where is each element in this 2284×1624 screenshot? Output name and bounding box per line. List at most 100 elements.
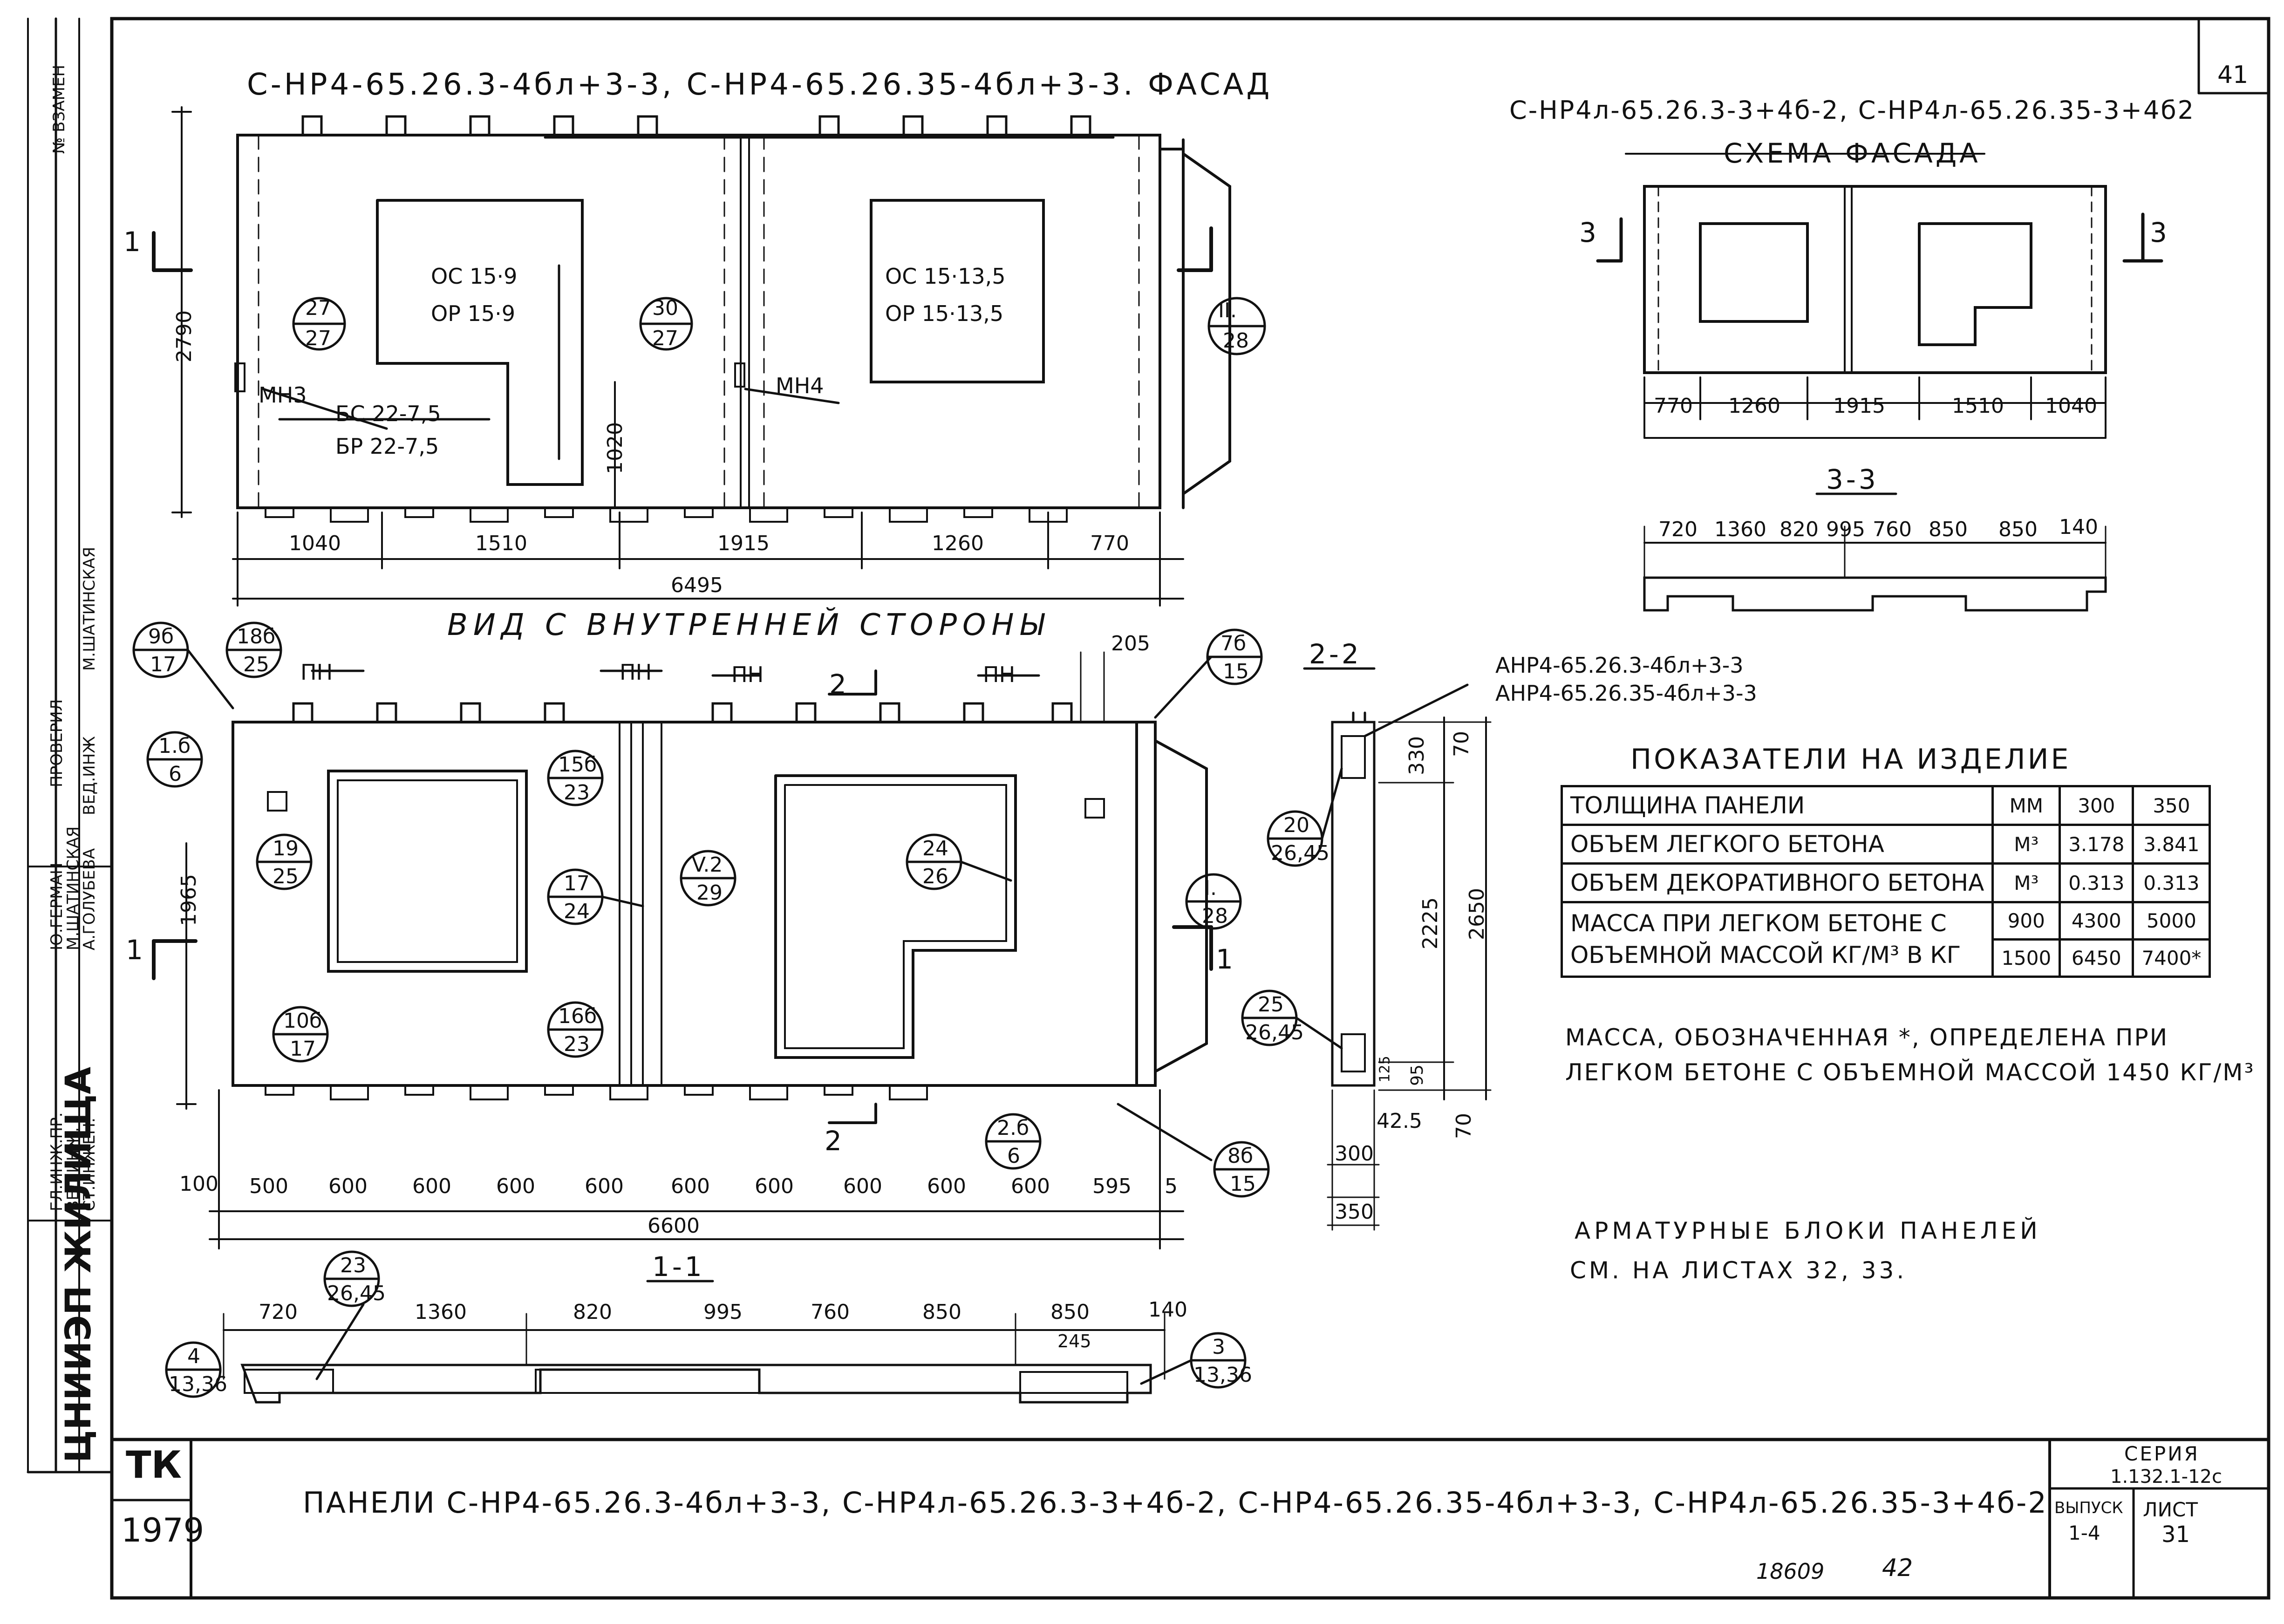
sec1-dim-5: 760 bbox=[811, 1300, 850, 1324]
mass-value-a: 4300 bbox=[2059, 901, 2134, 941]
scheme-subtitle: СХЕМА ФАСАДА bbox=[1724, 137, 1981, 169]
note-line-2: ЛЕГКОМ БЕТОНЕ С ОБЪЕМНОЙ МАССОЙ 1450 КГ/… bbox=[1565, 1059, 2255, 1086]
section-2-title: 2-2 bbox=[1309, 638, 1362, 670]
callout-24-bottom: 26 bbox=[922, 865, 948, 888]
inner-dim-6: 600 bbox=[585, 1174, 624, 1198]
window-right-label-2: ОР 15·13,5 bbox=[885, 301, 1004, 326]
row-value-b: 3.841 bbox=[2132, 824, 2211, 865]
sec2-dim-2650: 2650 bbox=[1465, 888, 1489, 940]
sec2-dim-125: 125 bbox=[1377, 1056, 1393, 1083]
inner-dim-1: 100 bbox=[179, 1172, 218, 1196]
sec2-dim-2225: 2225 bbox=[1418, 897, 1442, 949]
callout-10b-top: 10б bbox=[283, 1009, 322, 1033]
callout-25-top: 25 bbox=[1258, 993, 1284, 1017]
callout-4-bottom: 13,36 bbox=[169, 1372, 227, 1396]
row-unit: М³ bbox=[1991, 862, 2061, 903]
inner-dim-8: 600 bbox=[755, 1174, 794, 1198]
sheet-value: 31 bbox=[2161, 1522, 2190, 1548]
sec2-dim-95: 95 bbox=[1407, 1064, 1427, 1086]
callout-19-bottom: 25 bbox=[273, 865, 299, 888]
inner-cut-right: 1 bbox=[1216, 943, 1236, 975]
row-value-b: 0.313 bbox=[2132, 862, 2211, 903]
section-2-2 bbox=[1241, 667, 1492, 1231]
indicators-table: ТОЛЩИНА ПАНЕЛИ ММ 300 350 ОБЪЕМ ЛЕГКОГО … bbox=[1560, 785, 2211, 978]
dim-205: 205 bbox=[1111, 632, 1150, 655]
facade-cut-mark: 1 bbox=[123, 226, 143, 258]
bottom-page: 42 bbox=[1882, 1554, 1913, 1582]
stamp-cell-3: СТ.ИНЖЕН. bbox=[80, 1118, 99, 1211]
callout-1b-top: 1.б bbox=[158, 734, 191, 758]
row-unit: М³ bbox=[1991, 824, 2061, 865]
sec2-dim-70-top: 70 bbox=[1450, 731, 1473, 757]
row-label: ТОЛЩИНА ПАНЕЛИ bbox=[1560, 785, 1994, 826]
mass-value-b: 5000 bbox=[2132, 901, 2211, 941]
callout-4-top: 4 bbox=[187, 1344, 200, 1368]
row-label: ОБЪЕМ ЛЕГКОГО БЕТОНА bbox=[1560, 824, 1994, 865]
window-right-label-1: ОС 15·13,5 bbox=[885, 264, 1006, 289]
facade-total: 6495 bbox=[671, 573, 723, 597]
sec1-dim-1: 720 bbox=[259, 1300, 298, 1324]
callout-18b-bottom: 25 bbox=[243, 653, 269, 676]
inner-dim-10: 600 bbox=[927, 1174, 966, 1198]
stamp-cell-8: ВЕД.ИНЖ bbox=[80, 736, 99, 815]
row-value-a: 300 bbox=[2059, 785, 2134, 826]
mass-density: 900 bbox=[1991, 901, 2061, 941]
callout-1b-bottom: 6 bbox=[169, 762, 182, 786]
callout-17-top: 17 bbox=[564, 872, 590, 895]
callout-8b-bottom: 15 bbox=[1230, 1172, 1256, 1196]
facade-dim-5: 770 bbox=[1090, 532, 1129, 555]
callout-i-bottom: 28 bbox=[1202, 904, 1228, 928]
year-label: 1979 bbox=[121, 1511, 205, 1549]
inner-dim-7: 600 bbox=[671, 1174, 710, 1198]
inner-cut-2-top: 2 bbox=[829, 669, 849, 700]
note-line-4: СМ. НА ЛИСТАХ 32, 33. bbox=[1570, 1257, 1907, 1284]
mn3-label: МН3 bbox=[259, 382, 307, 408]
window-left-label-1: ОС 15·9 bbox=[431, 264, 518, 289]
sec2-dim-300: 300 bbox=[1335, 1142, 1374, 1166]
row-value-a: 3.178 bbox=[2059, 824, 2134, 865]
mass-label: МАССА ПРИ ЛЕГКОМ БЕТОНЕ С ОБЪЕМНОЙ МАССО… bbox=[1560, 901, 1994, 978]
row-value-a: 0.313 bbox=[2059, 862, 2134, 903]
inner-dim-4: 600 bbox=[412, 1174, 451, 1198]
callout-ii-top: II. bbox=[1218, 299, 1237, 322]
sec2-dim-70-bottom: 70 bbox=[1452, 1113, 1476, 1139]
mn4-label: МН4 bbox=[776, 373, 824, 398]
pn-label-4: ПН bbox=[983, 662, 1016, 687]
sec3-dim-8: 140 bbox=[2059, 515, 2098, 539]
sec1-dim-245: 245 bbox=[1057, 1331, 1091, 1351]
table-row: ОБЪЕМ ДЕКОРАТИВНОГО БЕТОНА М³ 0.313 0.31… bbox=[1560, 862, 2211, 903]
callout-18b-top: 18б bbox=[237, 625, 276, 648]
facade-view bbox=[234, 115, 1231, 523]
callout-7b-top: 7б bbox=[1220, 632, 1247, 655]
inner-total: 6600 bbox=[648, 1214, 700, 1238]
inner-cut-2-bottom: 2 bbox=[825, 1125, 845, 1157]
series-value: 1.132.1-12с bbox=[2110, 1466, 2222, 1488]
drawing-title: ПАНЕЛИ С-НР4-65.26.3-4бл+3-3, С-НР4л-65.… bbox=[303, 1486, 2048, 1520]
sec3-dim-3: 820 bbox=[1779, 518, 1819, 541]
facade-dim-4: 1260 bbox=[932, 532, 984, 555]
callout-15b-bottom: 23 bbox=[564, 781, 590, 805]
row-value-b: 350 bbox=[2132, 785, 2211, 826]
stamp-cell-5: М.ШАТИНСКАЯ bbox=[64, 826, 82, 950]
note-line-1: МАССА, ОБОЗНАЧЕННАЯ *, ОПРЕДЕЛЕНА ПРИ bbox=[1565, 1024, 2169, 1051]
series-label: СЕРИЯ bbox=[2124, 1442, 2200, 1465]
callout-v2-top: V.2 bbox=[692, 853, 723, 877]
scheme-dim-3: 1915 bbox=[1833, 394, 1885, 418]
stamp-cell-7: ПРОВЕРИЛ bbox=[48, 699, 66, 787]
stamp-cell-6: А.ГОЛУБЕВА bbox=[80, 848, 99, 950]
stamp-cell-2: ВЕД.ИНЖ. bbox=[64, 1127, 82, 1211]
callout-20-top: 20 bbox=[1283, 813, 1309, 837]
sheet-label: ЛИСТ bbox=[2143, 1498, 2198, 1521]
inner-dim-12: 595 bbox=[1092, 1174, 1132, 1198]
sec2-dim-42: 42.5 bbox=[1377, 1109, 1422, 1133]
callout-i-top: I. bbox=[1204, 876, 1217, 900]
sec3-dim-1: 720 bbox=[1658, 518, 1698, 541]
mass-label-2: ОБЪЕМНОЙ МАССОЙ КГ/М³ В КГ bbox=[1570, 941, 1961, 969]
section-3-title: 3-3 bbox=[1826, 464, 1879, 495]
mass-value-a: 6450 bbox=[2059, 938, 2134, 978]
issue-value: 1-4 bbox=[2068, 1522, 2100, 1544]
callout-16b-top: 16б bbox=[558, 1004, 597, 1028]
door-label-1: БС 22-7,5 bbox=[335, 401, 441, 426]
callout-24-top: 24 bbox=[922, 837, 948, 860]
scheme-dim-2: 1260 bbox=[1728, 394, 1780, 418]
